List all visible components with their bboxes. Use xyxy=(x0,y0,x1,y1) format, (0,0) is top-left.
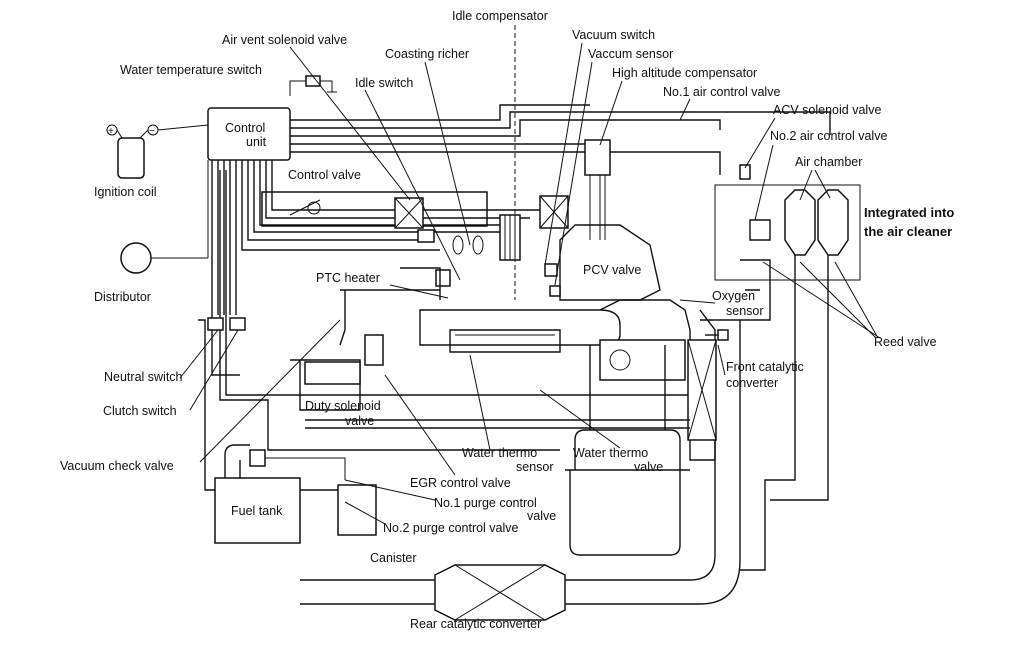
label-water-thermo-valve-1: Water thermo xyxy=(573,446,648,460)
control-unit-box xyxy=(207,107,291,161)
control-valve-shape xyxy=(307,201,321,215)
label-reed-valve: Reed valve xyxy=(874,335,937,349)
fuel-tank-shape xyxy=(214,477,301,544)
labels: Idle compensator Vacuum switch Air vent … xyxy=(60,9,954,631)
minus-sign: − xyxy=(149,126,155,137)
air-chamber-2 xyxy=(817,189,849,256)
air-chamber-1 xyxy=(784,189,816,256)
label-integrated-1: Integrated into xyxy=(864,205,954,220)
plus-sign: + xyxy=(108,126,114,137)
clutch-switch-shape xyxy=(229,317,246,331)
label-control-unit-1: Control xyxy=(225,121,265,135)
label-duty-solenoid-2: valve xyxy=(345,414,374,428)
label-rear-catalytic-converter: Rear catalytic converter xyxy=(410,617,541,631)
label-water-temperature-switch: Water temperature switch xyxy=(120,63,262,77)
label-idle-switch: Idle switch xyxy=(355,76,413,90)
label-oxygen-sensor-1: Oxygen xyxy=(712,289,755,303)
label-no1-air-control-valve: No.1 air control valve xyxy=(663,85,780,99)
label-egr-control-valve: EGR control valve xyxy=(410,476,511,490)
distributor-shape xyxy=(120,242,152,274)
neutral-switch-shape xyxy=(207,317,224,331)
acv-solenoid-shape xyxy=(739,164,751,180)
label-idle-compensator: Idle compensator xyxy=(452,9,548,23)
label-air-chamber: Air chamber xyxy=(795,155,862,169)
label-distributor: Distributor xyxy=(94,290,151,304)
label-control-valve: Control valve xyxy=(288,168,361,182)
leader-lines xyxy=(179,42,881,525)
label-control-unit-2: unit xyxy=(246,135,267,149)
label-canister: Canister xyxy=(370,551,417,565)
duty-solenoid-shape xyxy=(304,361,361,385)
label-acv-solenoid-valve: ACV solenoid valve xyxy=(773,103,881,117)
label-front-cat-1: Front catalytic xyxy=(726,360,804,374)
label-clutch-switch: Clutch switch xyxy=(103,404,177,418)
label-ptc-heater: PTC heater xyxy=(316,271,380,285)
label-neutral-switch: Neutral switch xyxy=(104,370,183,384)
egr-control-valve-shape xyxy=(364,334,384,366)
label-vacuum-switch: Vacuum switch xyxy=(572,28,655,42)
label-no1-purge-1: No.1 purge control xyxy=(434,496,537,510)
label-ignition-coil: Ignition coil xyxy=(94,185,157,199)
label-no2-air-control-valve: No.2 air control valve xyxy=(770,129,887,143)
label-vacuum-check-valve: Vacuum check valve xyxy=(60,459,174,473)
label-vaccum-sensor: Vaccum sensor xyxy=(588,47,673,61)
label-no2-purge-control-valve: No.2 purge control valve xyxy=(383,521,519,535)
diagram-drawing xyxy=(106,25,861,621)
label-fuel-tank: Fuel tank xyxy=(231,504,283,518)
label-front-cat-2: converter xyxy=(726,376,778,390)
label-high-altitude-compensator: High altitude compensator xyxy=(612,66,757,80)
label-oxygen-sensor-2: sensor xyxy=(726,304,764,318)
water-temperature-switch-shape xyxy=(305,75,321,87)
label-no1-purge-2: valve xyxy=(527,509,556,523)
label-water-thermo-sensor-1: Water thermo xyxy=(462,446,537,460)
label-integrated-2: the air cleaner xyxy=(864,224,952,239)
label-duty-solenoid-1: Duty solenoid xyxy=(305,399,381,413)
label-water-thermo-sensor-2: sensor xyxy=(516,460,554,474)
label-coasting-richer: Coasting richer xyxy=(385,47,469,61)
label-pcv-valve: PCV valve xyxy=(583,263,641,277)
label-air-vent-solenoid-valve: Air vent solenoid valve xyxy=(222,33,347,47)
label-water-thermo-valve-2: valve xyxy=(634,460,663,474)
canister-shape xyxy=(337,484,377,536)
ignition-coil-shape xyxy=(117,137,145,179)
